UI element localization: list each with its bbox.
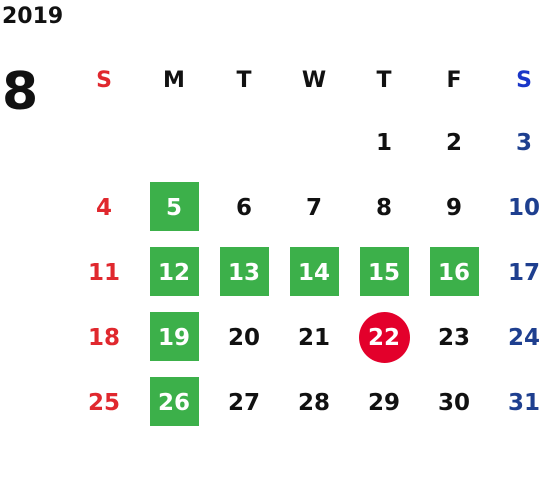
calendar-grid: S M T W T F S 1 2 3 4 5 6 7 8 9 10 11 12…	[69, 50, 548, 435]
day-cell	[209, 110, 279, 175]
day-cell	[279, 110, 349, 175]
weekday-monday: M	[163, 67, 185, 93]
weekday-header: S M T W T F S	[69, 50, 548, 110]
day-cell-highlighted: 13	[209, 240, 279, 305]
weekday-saturday: S	[516, 67, 532, 93]
weekday-friday: F	[446, 67, 462, 93]
day-cell-highlighted: 26	[139, 370, 209, 435]
day-cell: 9	[445, 194, 462, 221]
weekday-tuesday: T	[236, 67, 252, 93]
day-cell	[69, 110, 139, 175]
day-cell-highlighted: 15	[349, 240, 419, 305]
day-cell: 7	[305, 194, 322, 221]
week-row: 1 2 3	[69, 110, 548, 175]
day-cell: 20	[227, 324, 260, 351]
day-cell: 23	[437, 324, 470, 351]
day-cell: 30	[437, 389, 470, 416]
week-row: 4 5 6 7 8 9 10	[69, 175, 548, 240]
week-row: 25 26 27 28 29 30 31	[69, 370, 548, 435]
day-cell: 29	[367, 389, 400, 416]
day-cell: 4	[95, 194, 112, 221]
day-cell: 24	[507, 324, 540, 351]
year-label: 2019	[2, 4, 64, 29]
day-cell-highlighted: 14	[279, 240, 349, 305]
day-cell-today: 22	[349, 305, 419, 370]
weekday-wednesday: W	[301, 67, 327, 93]
day-cell: 2	[445, 129, 462, 156]
day-cell: 1	[375, 129, 392, 156]
day-cell: 27	[227, 389, 260, 416]
day-cell-highlighted: 5	[139, 175, 209, 240]
day-cell: 10	[507, 194, 540, 221]
weekday-thursday: T	[376, 67, 392, 93]
day-cell	[139, 110, 209, 175]
day-cell: 8	[375, 194, 392, 221]
day-cell: 21	[297, 324, 330, 351]
day-cell: 6	[235, 194, 252, 221]
day-cell: 31	[507, 389, 540, 416]
weekday-sunday: S	[96, 67, 112, 93]
day-cell: 25	[87, 389, 120, 416]
day-cell: 3	[515, 129, 532, 156]
day-cell-highlighted: 16	[419, 240, 489, 305]
month-label: 8	[2, 62, 39, 122]
day-cell: 11	[87, 259, 120, 286]
day-cell: 17	[507, 259, 540, 286]
day-cell: 28	[297, 389, 330, 416]
week-row: 11 12 13 14 15 16 17	[69, 240, 548, 305]
day-cell-highlighted: 12	[139, 240, 209, 305]
day-cell-highlighted: 19	[139, 305, 209, 370]
week-row: 18 19 20 21 22 23 24	[69, 305, 548, 370]
day-cell: 18	[87, 324, 120, 351]
